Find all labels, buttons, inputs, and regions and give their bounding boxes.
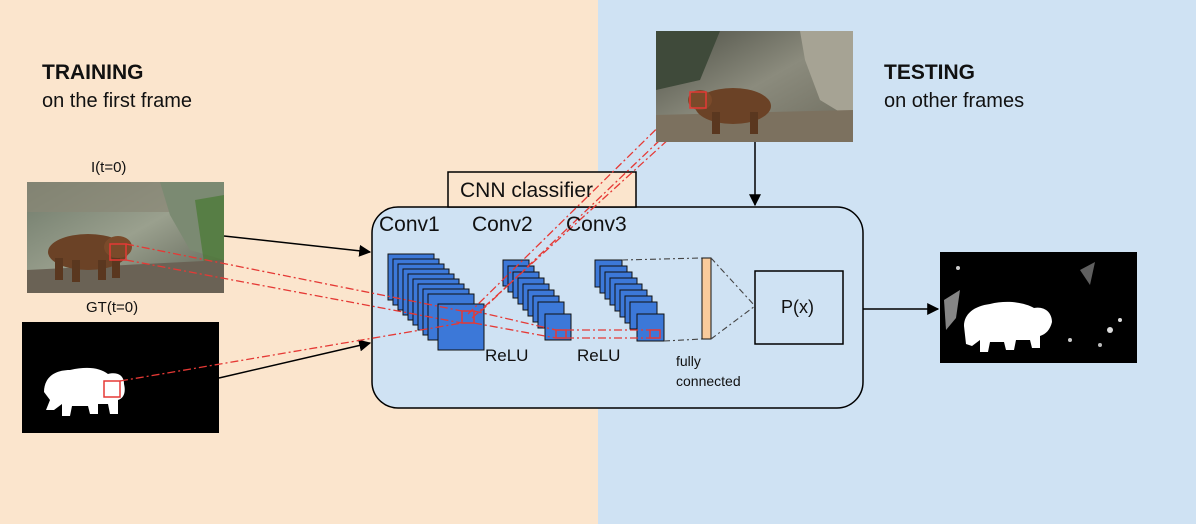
- fully-connected-label-line1: fully: [676, 353, 701, 369]
- testing-title: TESTING: [884, 61, 976, 84]
- input-image-label: I(t=0): [91, 159, 127, 176]
- conv3-label: Conv3: [566, 213, 627, 236]
- conv2-label: Conv2: [472, 213, 533, 236]
- conv1-feature-maps: [387, 253, 485, 351]
- fully-connected-label-line2: connected: [676, 373, 741, 389]
- cnn-classifier-title-box: [447, 171, 637, 208]
- conv3-feature-maps: [594, 259, 665, 342]
- ground-truth-label: GT(t=0): [86, 299, 139, 316]
- probability-output-box: [754, 270, 844, 345]
- conv1-label: Conv1: [379, 213, 440, 236]
- input-arrow: [223, 235, 372, 257]
- ground-truth-mask: [22, 322, 219, 433]
- testing-subtitle: on other frames: [884, 90, 1025, 112]
- relu-label-2: ReLU: [577, 346, 621, 365]
- test-frame-image: [656, 31, 853, 142]
- conv3-receptive-field: [649, 329, 661, 339]
- output-segmentation-mask: [940, 252, 1137, 363]
- probability-output-label: P(x): [781, 297, 814, 317]
- fully-connected-layer: [701, 257, 712, 340]
- gt-arrow: [218, 339, 372, 379]
- training-title: TRAINING: [42, 61, 144, 84]
- fc-connector-lines: [621, 257, 756, 342]
- cnn-classifier-title: CNN classifier: [460, 179, 594, 202]
- training-subtitle: on the first frame: [42, 90, 193, 112]
- relu-label-1: ReLU: [485, 346, 529, 365]
- input-frame-image: [27, 182, 224, 293]
- conv2-receptive-field: [555, 329, 567, 339]
- conv2-feature-maps: [502, 259, 572, 341]
